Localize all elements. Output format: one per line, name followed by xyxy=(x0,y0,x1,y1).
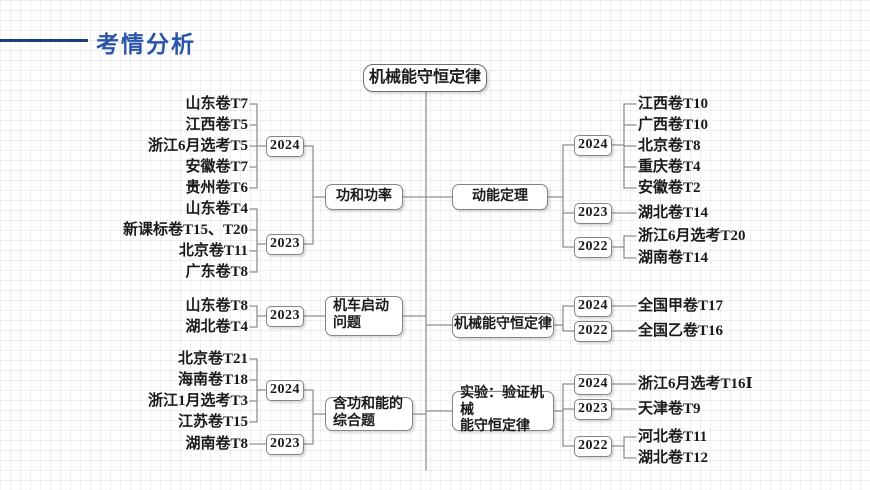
exam-item: 广东卷T8 xyxy=(185,264,248,280)
exam-item: 湖南卷T14 xyxy=(638,250,709,266)
topic-node: 功和功率 xyxy=(325,184,403,210)
year-node: 2024 xyxy=(574,296,612,317)
exam-item: 天津卷T9 xyxy=(638,401,701,417)
exam-item: 海南卷T18 xyxy=(177,372,248,388)
exam-item: 安徽卷T2 xyxy=(638,180,701,196)
exam-item: 安徽卷T7 xyxy=(185,159,248,175)
exam-item: 新课标卷T15、T20 xyxy=(122,222,248,238)
exam-item: 山东卷T8 xyxy=(185,298,248,314)
exam-item: 浙江6月选考T16Ⅰ xyxy=(638,376,753,392)
topic-node: 含功和能的 综合题 xyxy=(325,397,413,431)
exam-item: 浙江6月选考T5 xyxy=(147,138,248,154)
exam-item: 北京卷T8 xyxy=(638,138,701,154)
year-node: 2023 xyxy=(574,203,612,224)
exam-item: 江西卷T5 xyxy=(185,117,248,133)
topic-node: 动能定理 xyxy=(452,184,548,210)
year-node: 2024 xyxy=(574,135,612,156)
topic-node: 机械能守恒定律 xyxy=(452,312,554,338)
year-node: 2023 xyxy=(266,234,304,255)
year-node: 2022 xyxy=(574,237,612,258)
exam-item: 湖北卷T14 xyxy=(638,205,709,221)
root-node: 机械能守恒定律 xyxy=(363,64,487,92)
exam-item: 浙江6月选考T20 xyxy=(638,228,746,244)
header-rule xyxy=(0,39,88,42)
exam-item: 北京卷T21 xyxy=(177,351,248,367)
year-node: 2022 xyxy=(574,436,612,457)
exam-item: 湖南卷T8 xyxy=(185,436,248,452)
exam-item: 浙江1月选考T3 xyxy=(147,393,248,409)
exam-item: 全国乙卷T16 xyxy=(638,323,724,339)
year-node: 2023 xyxy=(266,434,304,455)
topic-node: 实验：验证机械 能守恒定律 xyxy=(452,386,554,434)
year-node: 2024 xyxy=(266,380,304,401)
year-node: 2022 xyxy=(574,321,612,342)
exam-item: 湖北卷T12 xyxy=(638,450,709,466)
exam-item: 贵州卷T6 xyxy=(185,180,248,196)
exam-item: 江苏卷T15 xyxy=(177,414,248,430)
year-node: 2023 xyxy=(574,399,612,420)
topic-node: 机车启动 问题 xyxy=(325,296,403,336)
year-node: 2023 xyxy=(266,306,304,327)
page-title: 考情分析 xyxy=(96,31,196,57)
exam-item: 山东卷T4 xyxy=(185,201,248,217)
exam-item: 江西卷T10 xyxy=(638,96,709,112)
exam-item: 广西卷T10 xyxy=(638,117,709,133)
exam-item: 全国甲卷T17 xyxy=(638,298,724,314)
exam-item: 山东卷T7 xyxy=(185,96,248,112)
exam-item: 河北卷T11 xyxy=(638,429,708,445)
exam-item: 重庆卷T4 xyxy=(638,159,701,175)
year-node: 2024 xyxy=(266,136,304,157)
exam-item: 北京卷T11 xyxy=(178,243,248,259)
exam-item: 湖北卷T4 xyxy=(185,319,248,335)
year-node: 2024 xyxy=(574,374,612,395)
